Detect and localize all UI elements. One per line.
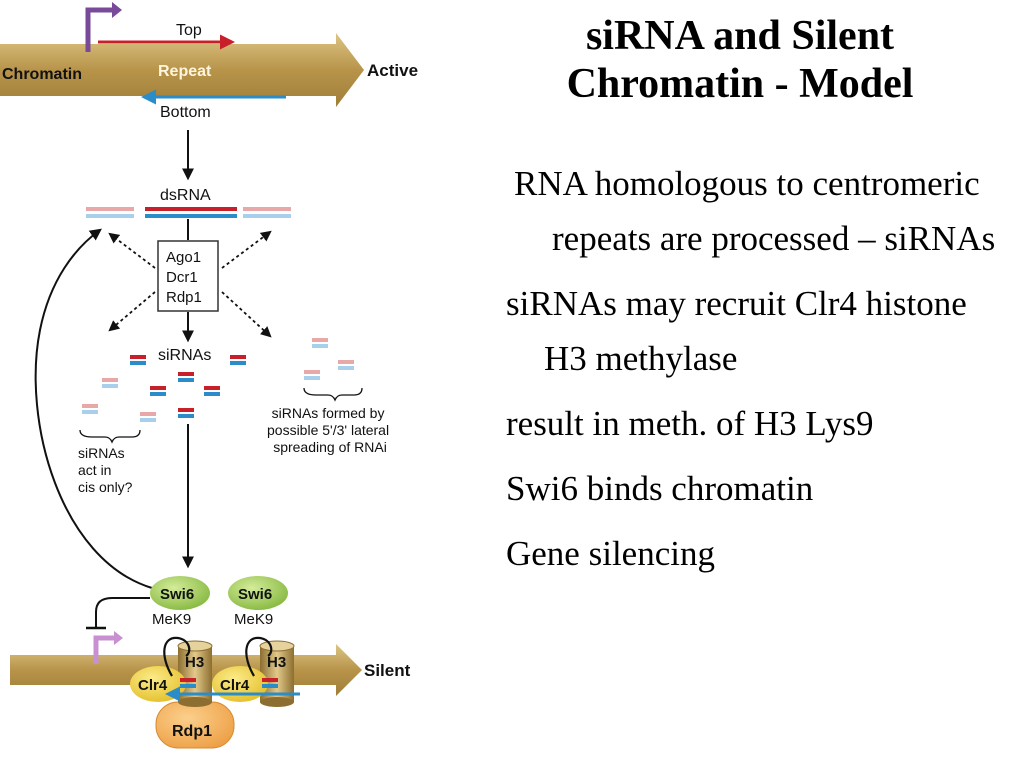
h3-tail-hook-1	[163, 636, 191, 677]
silent-label: Silent	[364, 661, 411, 680]
active-label: Active	[367, 61, 418, 80]
sirna-light-left-3	[140, 412, 156, 422]
dsrna-left-bottom	[86, 214, 134, 218]
cis-note-line-2: act in	[78, 462, 111, 478]
feedback-arrow	[34, 228, 153, 589]
sirna-light-left-2	[82, 404, 98, 414]
dsrna-left-top	[86, 207, 134, 211]
h3-tail-hook-2	[245, 636, 273, 677]
slide-title-line-1: siRNA and Silent	[585, 13, 895, 59]
active-promoter-arrow	[85, 7, 112, 52]
dsrna-section: dsRNA	[86, 187, 291, 218]
slide-title-line-2: Chromatin - Model	[566, 61, 914, 107]
clr4-label-1: Clr4	[138, 677, 168, 694]
lateral-note-line-3: spreading of RNAi	[273, 439, 387, 455]
enzyme-box-frame	[157, 240, 219, 312]
chromatin-label: Chromatin	[2, 66, 82, 83]
cis-brace	[79, 429, 141, 444]
sirna-light-right-2	[338, 360, 354, 370]
sirna-dark-4	[150, 386, 166, 396]
repeat-label: Repeat	[158, 63, 212, 80]
sirna-dark-3	[178, 372, 194, 382]
dsrna-right-bottom	[243, 214, 291, 218]
cis-note: siRNAs act in cis only?	[78, 445, 133, 495]
sirna-dark-2	[230, 355, 246, 365]
mek9-label-1: MeK9	[152, 611, 191, 628]
lateral-note-line-1: siRNAs formed by	[272, 405, 385, 421]
enzyme-ago1: Ago1	[166, 249, 201, 266]
repression-line	[95, 597, 150, 628]
sirna-dark-5	[204, 386, 220, 396]
dotted-arrow-up-left	[108, 232, 156, 269]
top-strand-label: Top	[176, 22, 202, 39]
bullet-5: Gene silencing	[506, 534, 715, 573]
sirna-fragments	[82, 338, 354, 422]
bullet-1: RNA homologous to centromeric repeats ar…	[514, 164, 996, 258]
active-chromatin-bar	[0, 33, 364, 107]
dotted-arrow-down-left	[108, 291, 156, 332]
sirna-dark-1	[130, 355, 146, 365]
silencing-model-diagram: Top Chromatin Repeat Active Bottom dsRNA…	[0, 2, 418, 749]
bullet-list: RNA homologous to centromeric repeats ar…	[506, 156, 1016, 591]
sirna-dark-6	[178, 408, 194, 418]
dsrna-top-strand	[145, 207, 237, 211]
swi6-blob-1	[150, 576, 210, 610]
swi6-blob-2	[228, 576, 288, 610]
enzyme-rdp1: Rdp1	[166, 289, 202, 306]
clr4-label-2: Clr4	[220, 677, 250, 694]
dotted-arrows	[108, 230, 272, 338]
bottom-strand-label: Bottom	[160, 104, 211, 121]
mek9-label-2: MeK9	[234, 611, 273, 628]
sirna-light-right-3	[304, 370, 320, 380]
sirna-light-left-1	[102, 378, 118, 388]
bullet-2: siRNAs may recruit Clr4 histone H3 methy…	[506, 284, 967, 378]
swi6-label-1: Swi6	[160, 586, 194, 603]
h3-cylinder-1: H3	[177, 640, 213, 707]
h3-cylinder-2: H3	[259, 640, 295, 707]
cis-note-line-1: siRNAs	[78, 445, 125, 461]
h3-label-2: H3	[267, 654, 286, 671]
h3-label-1: H3	[185, 654, 204, 671]
dsrna-bottom-strand	[145, 214, 237, 218]
cis-note-line-3: cis only?	[78, 479, 133, 495]
swi6-label-2: Swi6	[238, 586, 272, 603]
lateral-brace	[303, 387, 363, 402]
lateral-note: siRNAs formed by possible 5'/3' lateral …	[267, 405, 393, 455]
dotted-arrow-down-right	[221, 291, 272, 338]
silent-promoter-arrowhead	[114, 631, 123, 645]
dsrna-right-top	[243, 207, 291, 211]
rdp1-label: Rdp1	[172, 723, 212, 740]
sirnas-label: siRNAs	[158, 347, 211, 364]
enzyme-box: Ago1 Dcr1 Rdp1	[157, 240, 219, 312]
enzyme-dcr1: Dcr1	[166, 269, 198, 286]
sirna-light-right-1	[312, 338, 328, 348]
dotted-arrow-up-right	[221, 230, 272, 269]
silent-promoter-arrow	[93, 635, 114, 664]
bullet-4: Swi6 binds chromatin	[506, 469, 814, 508]
active-chromatin-section: Top Chromatin Repeat Active Bottom	[0, 2, 418, 121]
silent-chromatin-section: Silent Rdp1 H3 H3 Clr4 Clr4	[10, 576, 411, 749]
active-promoter-arrowhead	[112, 2, 122, 18]
slide-title: siRNA and Silent Chromatin - Model	[470, 12, 1010, 108]
bullet-3: result in meth. of H3 Lys9	[506, 404, 874, 443]
dsrna-label: dsRNA	[160, 187, 211, 204]
bound-sirna-1	[180, 678, 196, 688]
bound-sirna-2	[262, 678, 278, 688]
lateral-note-line-2: possible 5'/3' lateral	[267, 422, 389, 438]
